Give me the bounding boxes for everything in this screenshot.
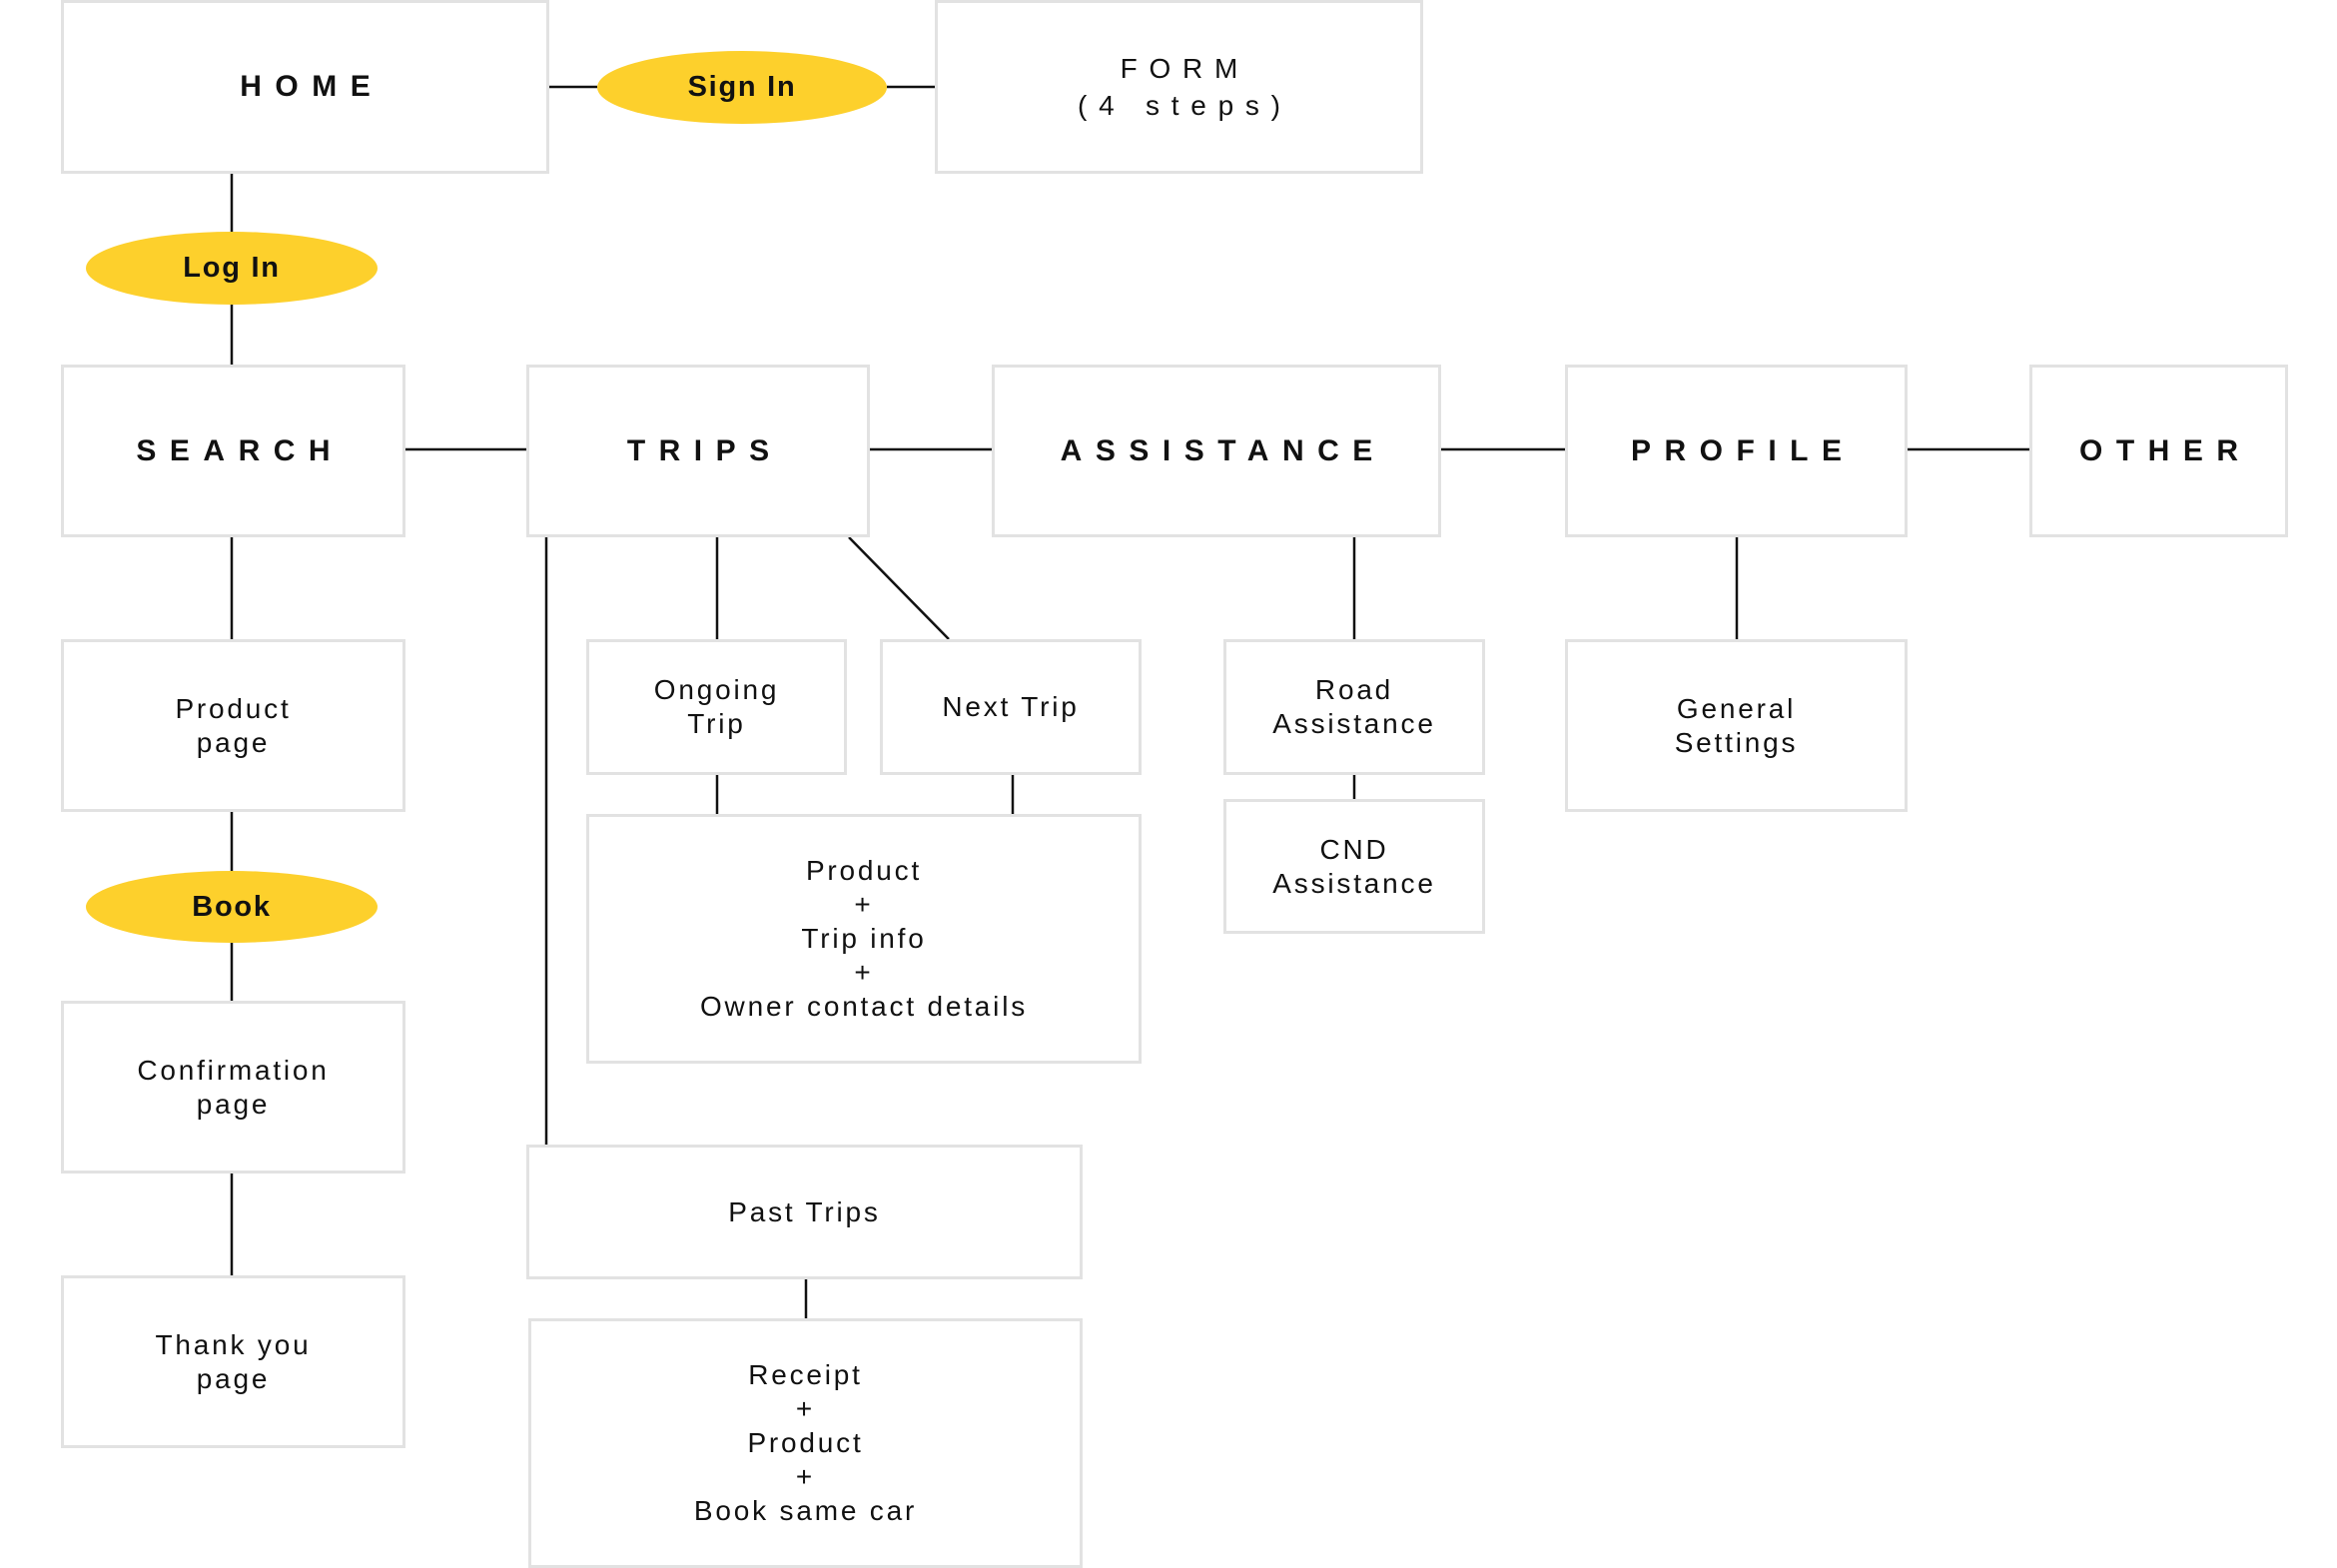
product-page-line-1: Product — [175, 692, 292, 724]
cnd-assistance-node[interactable]: CND Assistance — [1223, 799, 1485, 934]
ongoing-trip-node[interactable]: Ongoing Trip — [586, 639, 847, 775]
trips-label: TRIPS — [626, 433, 783, 467]
trip-details-line-4: + — [854, 957, 874, 988]
product-page-line-2: page — [196, 726, 271, 758]
thank-you-page-line-2: page — [196, 1362, 271, 1394]
next-trip-label: Next Trip — [942, 691, 1080, 722]
trip-details-line-3: Trip info — [801, 923, 927, 954]
home-label: HOME — [240, 70, 385, 103]
trip-details-node[interactable]: Product + Trip info + Owner contact deta… — [586, 814, 1142, 1064]
confirmation-page-line-1: Confirmation — [137, 1054, 330, 1086]
form-node[interactable]: FORM (4 steps) — [935, 0, 1423, 174]
general-settings-node[interactable]: General Settings — [1565, 639, 1908, 812]
road-assistance-line-2: Assistance — [1272, 708, 1436, 739]
past-trip-details-line-4: + — [795, 1461, 816, 1492]
profile-label: PROFILE — [1630, 433, 1856, 467]
confirmation-page-line-2: page — [196, 1088, 271, 1120]
past-trips-label: Past Trips — [728, 1195, 881, 1227]
book-label: Book — [192, 890, 272, 923]
book-action[interactable]: Book — [86, 871, 378, 943]
assistance-node[interactable]: ASSISTANCE — [992, 365, 1441, 537]
home-node[interactable]: HOME — [61, 0, 549, 174]
other-label: OTHER — [2079, 433, 2252, 467]
trip-details-line-2: + — [854, 889, 874, 920]
trip-details-line-1: Product — [805, 855, 923, 886]
profile-node[interactable]: PROFILE — [1565, 365, 1908, 537]
past-trip-details-line-3: Product — [747, 1427, 864, 1458]
thank-you-page-node[interactable]: Thank you page — [61, 1275, 405, 1448]
log-in-action[interactable]: Log In — [86, 232, 378, 305]
general-settings-line-2: Settings — [1674, 726, 1799, 758]
assistance-label: ASSISTANCE — [1060, 433, 1386, 467]
past-trip-details-line-2: + — [795, 1393, 816, 1424]
past-trip-details-node[interactable]: Receipt + Product + Book same car — [528, 1318, 1083, 1568]
other-node[interactable]: OTHER — [2029, 365, 2288, 537]
road-assistance-node[interactable]: Road Assistance — [1223, 639, 1485, 775]
log-in-label: Log In — [183, 252, 281, 284]
next-trip-node[interactable]: Next Trip — [880, 639, 1142, 775]
search-label: SEARCH — [136, 433, 345, 467]
road-assistance-line-1: Road — [1314, 674, 1394, 705]
sign-in-action[interactable]: Sign In — [597, 51, 887, 124]
search-node[interactable]: SEARCH — [61, 365, 405, 537]
form-steps-label: (4 steps) — [1077, 90, 1292, 121]
ongoing-trip-line-2: Trip — [687, 708, 746, 739]
trips-node[interactable]: TRIPS — [526, 365, 870, 537]
past-trip-details-line-1: Receipt — [748, 1359, 863, 1390]
cnd-assistance-line-1: CND — [1319, 833, 1389, 865]
trip-details-line-5: Owner contact details — [699, 991, 1029, 1022]
sign-in-label: Sign In — [687, 71, 797, 103]
form-label: FORM — [1120, 53, 1250, 84]
ongoing-trip-line-1: Ongoing — [653, 674, 780, 705]
product-page-node[interactable]: Product page — [61, 639, 405, 812]
connector-trips-nexttrip — [848, 536, 950, 640]
general-settings-line-1: General — [1676, 692, 1797, 724]
cnd-assistance-line-2: Assistance — [1272, 867, 1436, 899]
thank-you-page-line-1: Thank you — [155, 1328, 312, 1360]
confirmation-page-node[interactable]: Confirmation page — [61, 1001, 405, 1174]
past-trips-node[interactable]: Past Trips — [526, 1145, 1083, 1279]
past-trip-details-line-5: Book same car — [693, 1495, 918, 1526]
